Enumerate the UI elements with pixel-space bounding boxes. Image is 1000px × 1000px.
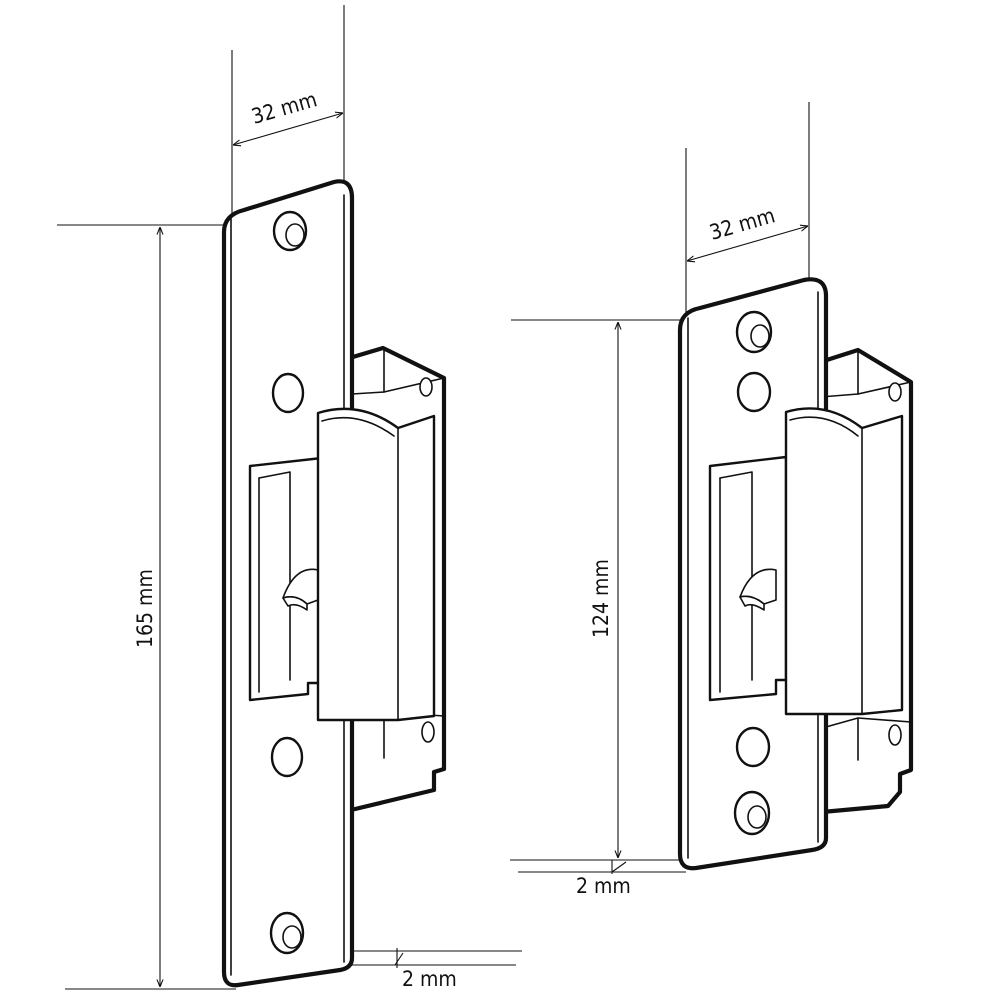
strike-small [510, 102, 914, 874]
housing-screw-hole-bottom [888, 724, 902, 746]
housing-screw-hole-top [419, 377, 433, 397]
strike-large-dimensions [57, 5, 522, 990]
faceplate-hole-upper [736, 371, 772, 413]
housing-screw-hole-bottom [421, 721, 435, 743]
keeper-jaw-curve [789, 416, 859, 437]
faceplate-hole-lower [270, 736, 304, 778]
faceplate-hole-top-inner [285, 223, 305, 247]
faceplate-hole-lower [735, 726, 771, 768]
faceplate-hole-bottom-inner [282, 925, 302, 949]
latch-cam-face [282, 596, 308, 611]
keeper-jaw [784, 407, 904, 716]
housing-top-edge [383, 377, 445, 393]
width-label-small: 32 mm [707, 203, 778, 244]
latch-cam-face [739, 595, 765, 611]
height-label-small: 124 mm [589, 559, 613, 638]
offset-label-large: 2 mm [402, 967, 457, 991]
keeper-jaw [316, 407, 436, 722]
offset-arrow [611, 861, 627, 873]
housing-top-edge [857, 381, 912, 395]
strike-large [57, 5, 522, 990]
housing-screw-hole-top [888, 382, 902, 402]
keeper-jaw-curve [321, 416, 395, 437]
faceplate-hole-top-inner [750, 324, 770, 348]
faceplate-hole-upper [271, 372, 305, 414]
strike-small-dimensions [510, 102, 810, 874]
height-label-large: 165 mm [133, 569, 157, 648]
offset-label-small: 2 mm [576, 874, 631, 898]
width-dimension-line [687, 226, 808, 261]
offset-arrow [394, 952, 404, 966]
keeper-inner-wall [258, 471, 291, 681]
keeper-inner-wall [719, 471, 753, 681]
width-dimension-line [233, 113, 343, 145]
faceplate-hole-bottom-inner [747, 805, 767, 829]
